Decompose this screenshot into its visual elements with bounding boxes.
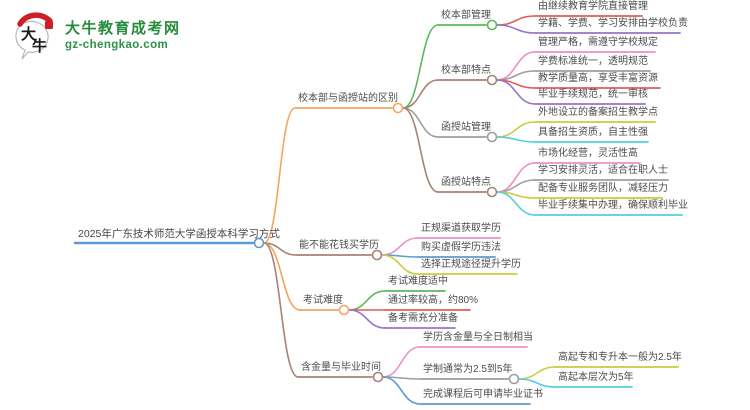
leaf-node[interactable]: 完成课程后可申请毕业证书 xyxy=(423,389,543,400)
node-toggle-circle[interactable] xyxy=(338,304,350,316)
leaf-node[interactable]: 管理严格，需遵守学校规定 xyxy=(538,37,658,48)
branch-exam-difficulty[interactable]: 考试难度 xyxy=(303,295,343,306)
branch-curve xyxy=(402,24,439,109)
branch-curve xyxy=(496,15,536,26)
branch-campus-vs-station[interactable]: 校本部与函授站的区别 xyxy=(298,93,398,104)
leaf-node[interactable]: 选择正规途径提升学历 xyxy=(421,259,521,270)
leaf-node[interactable]: 学习安排灵活，适合在职人士 xyxy=(538,165,668,176)
node-toggle-circle[interactable] xyxy=(253,237,265,249)
branch-curve xyxy=(496,121,536,138)
node-toggle-circle[interactable] xyxy=(372,371,384,383)
node-station-features[interactable]: 函授站特点 xyxy=(441,177,491,188)
logo-text: 大牛教育成考网 gz-chengkao.com xyxy=(65,20,181,52)
logo-domain: gz-chengkao.com xyxy=(65,39,169,51)
branch-curve xyxy=(518,366,556,380)
branch-curve xyxy=(382,376,421,405)
leaf-node[interactable]: 学费标准统一，透明规范 xyxy=(538,56,648,67)
site-logo[interactable]: 大 牛 大牛教育成考网 gz-chengkao.com xyxy=(14,11,181,61)
leaf-node[interactable]: 具备招生资质，自主性强 xyxy=(538,127,648,138)
branch-value-and-time[interactable]: 含金量与毕业时间 xyxy=(301,362,381,373)
leaf-node[interactable]: 备考需充分准备 xyxy=(388,313,458,324)
branch-curve xyxy=(496,24,536,34)
branch-curve xyxy=(263,242,301,311)
leaf-node[interactable]: 高起本层次为5年 xyxy=(558,372,634,383)
node-study-duration[interactable]: 学制通常为2.5到5年 xyxy=(423,364,513,375)
node-toggle-circle[interactable] xyxy=(486,186,498,198)
branch-curve xyxy=(348,290,386,311)
leaf-node[interactable]: 外地设立的备案招生教学点 xyxy=(538,107,658,118)
branch-curve xyxy=(402,107,439,138)
node-toggle-circle[interactable] xyxy=(486,131,498,143)
branch-curve xyxy=(496,191,536,216)
leaf-node[interactable]: 配备专业服务团队，减轻压力 xyxy=(538,183,668,194)
branch-curve xyxy=(381,254,419,275)
leaf-node[interactable]: 通过率较高，约80% xyxy=(388,295,479,306)
leaf-node[interactable]: 市场化经营，灵活性高 xyxy=(538,148,638,159)
node-campus-features[interactable]: 校本部特点 xyxy=(441,65,491,76)
branch-buy-degree[interactable]: 能不能花钱买学历 xyxy=(299,240,379,251)
leaf-node[interactable]: 考试难度适中 xyxy=(388,276,448,287)
node-toggle-circle[interactable] xyxy=(392,102,404,114)
logo-char-da: 大 xyxy=(21,25,36,43)
node-toggle-circle[interactable] xyxy=(508,373,520,385)
branch-curve xyxy=(382,346,421,378)
leaf-node[interactable]: 学历含金量与全日制相当 xyxy=(423,332,533,343)
leaf-node[interactable]: 由继续教育学院直接管理 xyxy=(538,1,648,12)
logo-title: 大牛教育成考网 xyxy=(65,20,181,37)
branch-curve xyxy=(263,242,299,378)
leaf-node[interactable]: 毕业手续集中办理，确保顺利毕业 xyxy=(538,200,688,211)
branch-curve xyxy=(263,107,296,244)
node-station-management[interactable]: 函授站管理 xyxy=(441,122,491,133)
node-toggle-circle[interactable] xyxy=(486,74,498,86)
logo-seal-icon xyxy=(45,21,53,29)
leaf-node[interactable]: 正规渠道获取学历 xyxy=(421,223,501,234)
leaf-node[interactable]: 毕业手续规范，统一审核 xyxy=(538,89,648,100)
branch-curve xyxy=(402,79,439,109)
leaf-node[interactable]: 学籍、学费、学习安排由学校负责 xyxy=(538,18,688,29)
branch-curve xyxy=(496,79,536,105)
branch-curve xyxy=(381,237,419,256)
logo-char-niu: 牛 xyxy=(32,37,47,55)
leaf-node[interactable]: 高起专和专升本一般为2.5年 xyxy=(558,352,682,363)
branch-curve xyxy=(402,107,439,193)
branch-curve xyxy=(496,136,536,143)
node-toggle-circle[interactable] xyxy=(371,249,383,261)
branch-curve xyxy=(496,162,536,193)
logo-bubble-icon: 大 牛 xyxy=(14,11,58,61)
branch-curve xyxy=(518,378,556,388)
node-campus-management[interactable]: 校本部管理 xyxy=(441,10,491,21)
leaf-node[interactable]: 教学质量高，享受丰富资源 xyxy=(538,73,658,84)
leaf-node[interactable]: 购买虚假学历违法 xyxy=(421,242,501,253)
root-topic[interactable]: 2025年广东技术师范大学函授本科学习方式 xyxy=(78,228,280,240)
branch-curve xyxy=(348,309,386,329)
node-toggle-circle[interactable] xyxy=(486,19,498,31)
